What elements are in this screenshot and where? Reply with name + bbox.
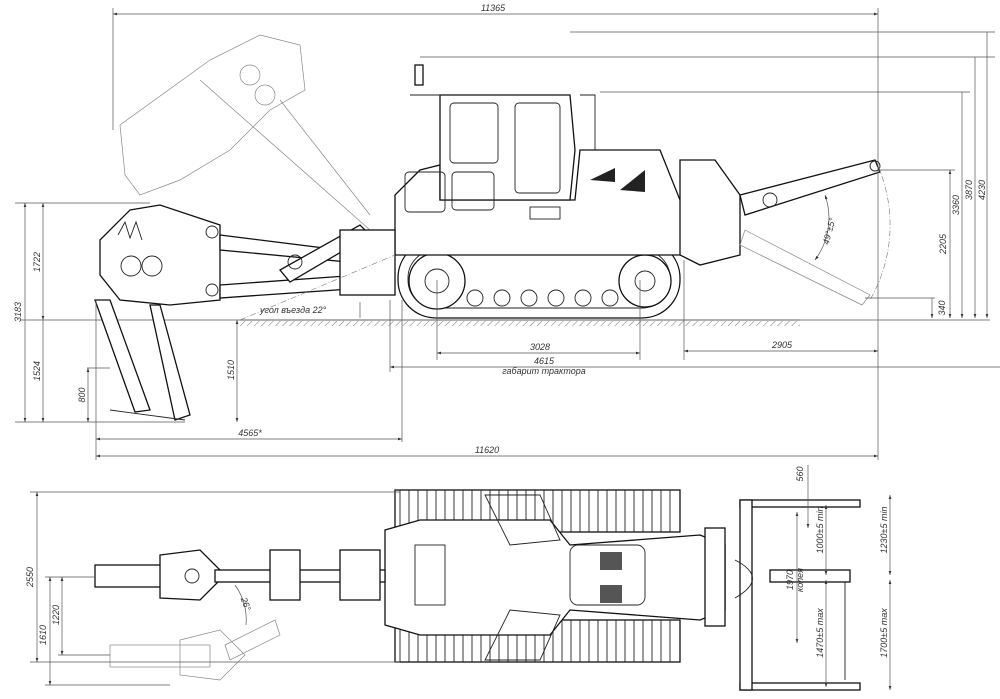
dim-1470-max: 1470±5 max <box>815 608 825 658</box>
swing-angle-label: 26° <box>238 595 253 613</box>
dim-tractor-length: 4615 <box>534 356 555 366</box>
dim-track-base: 3028 <box>530 342 550 352</box>
cab-roof <box>569 544 646 606</box>
track-roller <box>493 289 511 307</box>
side-dimensions <box>15 8 1000 460</box>
dim-800: 800 <box>77 387 87 402</box>
dim-3360: 3360 <box>951 195 961 215</box>
ripper-shank-right <box>149 304 191 421</box>
rear-ripper-swung-ghost <box>109 619 281 681</box>
track-roller <box>574 289 592 307</box>
dim-1722: 1722 <box>32 252 42 272</box>
track-roller <box>466 289 484 307</box>
front-arm <box>679 159 891 306</box>
dim-3183: 3183 <box>13 302 23 322</box>
dim-front-overhang: 2905 <box>771 340 793 350</box>
dim-4230: 4230 <box>977 180 987 200</box>
rear-ripper-top <box>94 549 386 601</box>
dim-560: 560 <box>795 466 805 481</box>
ripper-raised-ghost <box>119 34 371 231</box>
ripper-shank-left <box>94 299 151 413</box>
tractor-body-top <box>384 519 726 636</box>
dim-1510: 1510 <box>226 360 236 380</box>
dim-overall-length-bottom: 11620 <box>475 445 499 455</box>
arm-upper-position <box>739 159 881 216</box>
tractor-body <box>394 64 691 256</box>
dim-1524: 1524 <box>32 361 42 381</box>
side-view: 11365 11620 340 2205 3360 3870 4230 3183… <box>13 3 1000 460</box>
dim-1610: 1610 <box>38 625 48 645</box>
track-roller <box>601 289 619 307</box>
crawler-track <box>397 239 681 319</box>
dim-1220: 1220 <box>51 605 61 625</box>
dim-340: 340 <box>937 300 947 315</box>
dim-1230-min: 1230±5 min <box>879 507 889 554</box>
approach-angle-label: угол въезда 22° <box>259 305 327 315</box>
dim-3870: 3870 <box>964 180 974 200</box>
cab <box>439 94 576 201</box>
track-roller <box>547 289 565 307</box>
rear-ripper <box>94 204 396 421</box>
arm-lower-position <box>739 229 871 306</box>
cab-window-rear <box>449 102 499 164</box>
dim-rear-overhang: 4565* <box>238 428 262 438</box>
dim-width-2550: 2550 <box>25 567 35 588</box>
beacon-light <box>414 64 424 86</box>
track-gauge-note: колея <box>795 568 805 592</box>
dim-2205: 2205 <box>938 233 948 255</box>
dim-1000-min: 1000±5 min <box>815 507 825 554</box>
dim-track-gauge: 1970 <box>785 570 795 590</box>
hitch-frame <box>339 229 396 296</box>
dim-overall-length-top: 11365 <box>481 3 506 13</box>
dim-1700-max: 1700±5 max <box>879 608 889 658</box>
front-beam-top <box>739 499 861 508</box>
blade-angle-label: 49°±5° <box>821 216 838 245</box>
ground-hatch <box>240 321 800 326</box>
dim-tractor-length-note: габарит трактора <box>502 366 586 376</box>
track-roller <box>520 289 538 307</box>
cab-door <box>514 102 561 194</box>
radiator-grille <box>414 544 446 606</box>
top-view: 2550 1610 1220 26° 560 1000±5 min 1230±5… <box>25 465 892 691</box>
